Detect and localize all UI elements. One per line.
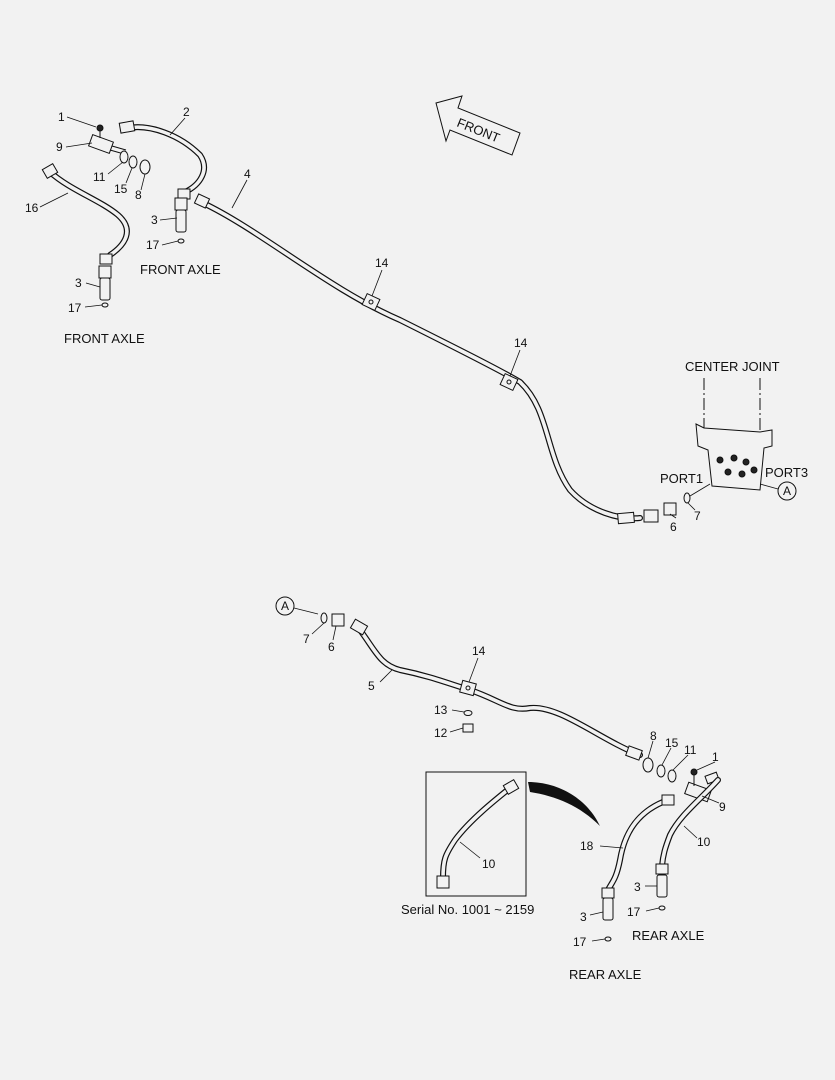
rear-fittings-8-15-11 (642, 757, 677, 783)
reference-circle-a-top: A (759, 481, 797, 501)
bolt-12-washer-13 (462, 710, 474, 733)
callout-14-c: 14 (472, 644, 486, 658)
callout-6-bot: 6 (328, 640, 335, 654)
callout-10-rear: 10 (697, 835, 711, 849)
hose-10-rear (655, 777, 721, 875)
callout-17-rear-a: 17 (573, 935, 587, 949)
caption-port1: PORT1 (660, 471, 703, 486)
caption-rear-axle-2: REAR AXLE (569, 967, 642, 982)
callout-7-top: 7 (694, 509, 701, 523)
serial-inset-box (425, 771, 527, 897)
callout-14-b: 14 (514, 336, 528, 350)
callout-3-rear-b: 3 (634, 880, 641, 894)
leader-lines (39, 116, 720, 942)
caption-port3: PORT3 (765, 465, 808, 480)
center-joint (695, 378, 773, 491)
callout-18: 18 (580, 839, 594, 853)
callout-6-top: 6 (670, 520, 677, 534)
callout-12: 12 (434, 726, 448, 740)
callout-15-front: 15 (114, 182, 128, 196)
callout-3-rear-a: 3 (580, 910, 587, 924)
caption-center-joint: CENTER JOINT (685, 359, 780, 374)
callout-4: 4 (244, 167, 251, 181)
callout-10-inset: 10 (482, 857, 496, 871)
svg-text:A: A (281, 599, 289, 613)
callout-15-rear: 15 (665, 736, 679, 750)
reference-circle-a-bottom: A (275, 596, 319, 616)
callout-8-rear: 8 (650, 729, 657, 743)
rear-fitting-3-a (602, 897, 614, 942)
callout-5: 5 (368, 679, 375, 693)
callout-7-bot: 7 (303, 632, 310, 646)
callout-14-a: 14 (375, 256, 389, 270)
callout-3-front-b: 3 (75, 276, 82, 290)
callout-17-rear-b: 17 (627, 905, 641, 919)
caption-rear-axle-1: REAR AXLE (632, 928, 705, 943)
front-direction-arrow: FRONT (435, 95, 521, 156)
callout-2: 2 (183, 105, 190, 119)
callout-1-front: 1 (58, 110, 65, 124)
hose-4 (193, 193, 643, 525)
callout-11-front: 11 (93, 170, 106, 184)
caption-front-axle-1: FRONT AXLE (140, 262, 221, 277)
svg-text:A: A (783, 484, 791, 498)
callout-9-front: 9 (56, 140, 63, 154)
callout-11-rear: 11 (684, 743, 697, 757)
callout-8-front: 8 (135, 188, 142, 202)
callout-numbers: 1 2 9 11 15 8 16 3 17 3 17 4 14 14 6 7 7… (25, 105, 726, 949)
center-joint-fittings-top (643, 492, 691, 523)
clamp-14-b (499, 372, 519, 392)
callout-16: 16 (25, 201, 39, 215)
callout-1-rear: 1 (712, 750, 719, 764)
hose-5 (349, 618, 643, 761)
rear-fittings-7-6 (320, 612, 345, 627)
hose-18 (601, 794, 675, 899)
captions: FRONT AXLE FRONT AXLE CENTER JOINT PORT1… (64, 262, 808, 982)
rear-fitting-3-b (656, 874, 668, 911)
callout-13: 13 (434, 703, 448, 717)
caption-serial-note: Serial No. 1001 ~ 2159 (401, 902, 534, 917)
front-fitting-3-b (98, 265, 112, 308)
inset-pointer-arrow (528, 782, 600, 826)
hose-16 (41, 162, 130, 265)
callout-3-front-a: 3 (151, 213, 158, 227)
caption-front-axle-2: FRONT AXLE (64, 331, 145, 346)
callout-9-rear: 9 (719, 800, 726, 814)
callout-17-front-a: 17 (146, 238, 160, 252)
front-fitting-3-a (174, 197, 188, 244)
callout-17-front-b: 17 (68, 301, 82, 315)
clamp-14-a (361, 292, 381, 312)
front-fittings-11-15-8 (119, 150, 151, 175)
hose-2 (118, 120, 207, 200)
clamp-14-c (459, 679, 477, 697)
